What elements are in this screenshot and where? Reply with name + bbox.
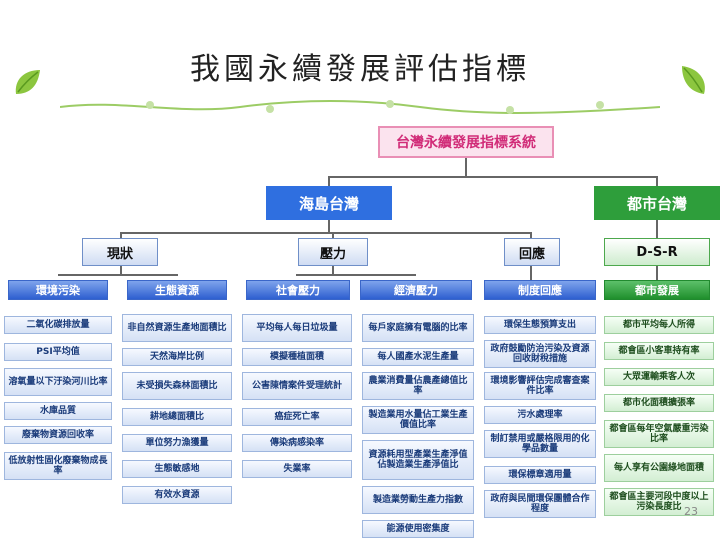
- category-urban-development: 都市發展: [604, 280, 710, 300]
- branch-urban-taiwan: 都市台灣: [594, 186, 720, 220]
- page-number: 23: [684, 505, 698, 518]
- indicator-item-urban: 每人享有公園綠地面積: [604, 454, 714, 482]
- connector: [465, 158, 467, 176]
- indicator-item: 制訂禁用或嚴格限用的化學品數量: [484, 430, 596, 458]
- indicator-item: 製造業用水量佔工業生產價值比率: [362, 406, 474, 434]
- indicator-item: 平均每人每日垃圾量: [242, 314, 352, 342]
- indicator-item: 資源耗用型產業生產淨值佔製造業生產淨值比: [362, 440, 474, 480]
- indicator-item: 環境影響評估完成審查案件比率: [484, 372, 596, 400]
- indicator-item: 農業消費量佔農產總值比率: [362, 372, 474, 400]
- indicator-item: 傳染病感染率: [242, 434, 352, 452]
- indicator-item: 非自然資源生產地面積比: [122, 314, 232, 342]
- indicator-item-urban: 大眾運輸乘客人次: [604, 368, 714, 386]
- indicator-item: 模擬種植面積: [242, 348, 352, 366]
- connector: [120, 232, 530, 234]
- indicator-item: 每人國產水泥生產量: [362, 348, 474, 366]
- category-eco-resources: 生態資源: [127, 280, 227, 300]
- connector: [656, 220, 658, 238]
- subgroup-state: 現狀: [82, 238, 158, 266]
- indicator-item: 政府鼓勵防治污染及資源回收財稅措施: [484, 340, 596, 368]
- connector: [656, 266, 658, 280]
- system-box: 台灣永續發展指標系統: [378, 126, 554, 158]
- indicator-item: 未受損失森林面積比: [122, 372, 232, 400]
- connector: [328, 176, 330, 186]
- indicator-item: 製造業勞動生產力指數: [362, 486, 474, 514]
- indicator-item: 公害陳情案件受理統計: [242, 372, 352, 400]
- indicator-item-urban: 都會區小客車持有率: [604, 342, 714, 360]
- subgroup-dsr: D-S-R: [604, 238, 710, 266]
- indicator-item: 生態敏感地: [122, 460, 232, 478]
- category-institutional-response: 制度回應: [484, 280, 596, 300]
- indicator-item: 環保標章適用量: [484, 466, 596, 484]
- indicator-item: 政府與民間環保團體合作程度: [484, 490, 596, 518]
- leaf-icon-right: [672, 60, 712, 100]
- leaf-icon-left: [8, 62, 48, 102]
- category-social-pressure: 社會壓力: [246, 280, 350, 300]
- indicator-item: 有效水資源: [122, 486, 232, 504]
- indicator-item: 低放射性固化廢棄物成長率: [4, 452, 112, 480]
- indicator-item: 癌症死亡率: [242, 408, 352, 426]
- indicator-item: 溶氧量以下汙染河川比率: [4, 368, 112, 396]
- indicator-item-urban: 都會區每年空氣嚴重污染比率: [604, 420, 714, 448]
- indicator-item: 二氧化碳排放量: [4, 316, 112, 334]
- indicator-item: 環保生態預算支出: [484, 316, 596, 334]
- connector: [656, 176, 658, 186]
- indicator-item: 廢棄物資源回收率: [4, 426, 112, 444]
- connector: [296, 274, 416, 276]
- subgroup-response: 回應: [504, 238, 560, 266]
- indicator-item: PSI平均值: [4, 343, 112, 361]
- indicator-item: 每戶家庭擁有電腦的比率: [362, 314, 474, 342]
- connector: [58, 274, 178, 276]
- page-title: 我國永續發展評估指標: [0, 44, 720, 88]
- branch-island-taiwan: 海島台灣: [266, 186, 392, 220]
- connector: [328, 220, 330, 232]
- indicator-item: 失業率: [242, 460, 352, 478]
- subgroup-pressure: 壓力: [298, 238, 368, 266]
- indicator-item: 水庫品質: [4, 402, 112, 420]
- indicator-item: 污水處理率: [484, 406, 596, 424]
- indicator-item: 能源使用密集度: [362, 520, 474, 538]
- indicator-item-urban: 都市平均每人所得: [604, 316, 714, 334]
- connector: [530, 266, 532, 280]
- indicator-item: 耕地總面積比: [122, 408, 232, 426]
- category-env-pollution: 環境污染: [8, 280, 108, 300]
- connector: [328, 176, 656, 178]
- vine-divider: [60, 95, 660, 119]
- category-economic-pressure: 經濟壓力: [360, 280, 472, 300]
- indicator-item: 單位努力漁獲量: [122, 434, 232, 452]
- indicator-item: 天然海岸比例: [122, 348, 232, 366]
- indicator-item-urban: 都市化面積擴張率: [604, 394, 714, 412]
